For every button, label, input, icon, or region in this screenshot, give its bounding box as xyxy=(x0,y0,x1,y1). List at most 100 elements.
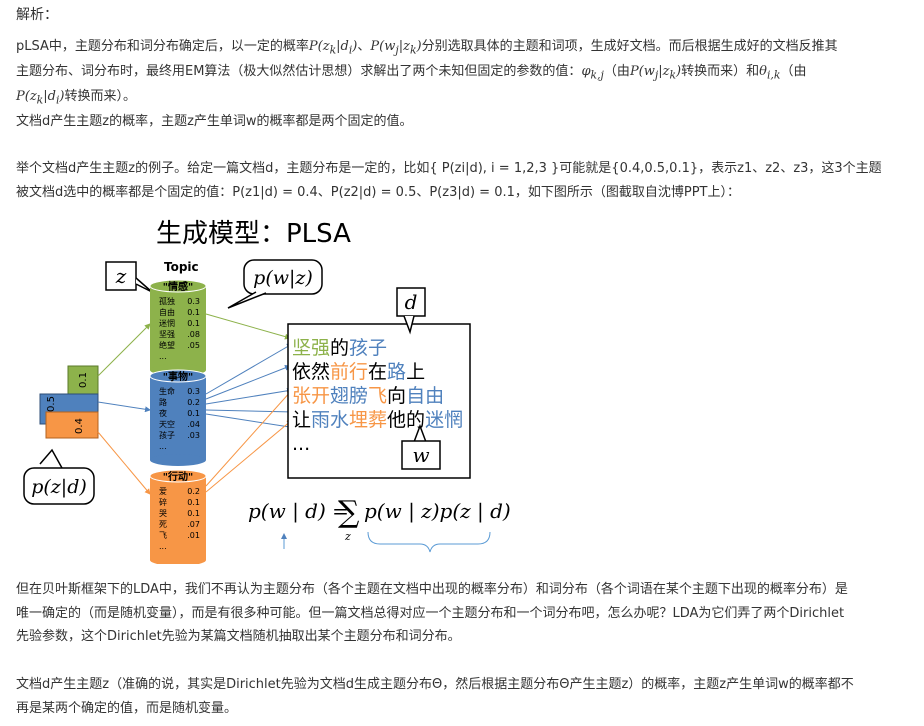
svg-text:p(w | z)p(z | d): p(w | z)p(z | d) xyxy=(364,499,511,524)
svg-text:p(w | d) =: p(w | d) = xyxy=(248,499,349,524)
document-word: 雨水 xyxy=(311,409,349,431)
topic-word: 夜 xyxy=(159,408,167,418)
document-line: 张开翅膀飞向自由 xyxy=(292,385,444,407)
topic-word-prob: .05 xyxy=(187,341,200,350)
topic-word: 绝望 xyxy=(159,340,175,350)
topic-word-prob: 0.1 xyxy=(187,498,200,507)
topic-word: 生命 xyxy=(159,386,175,396)
topic-cylinders: "情感" 孤独 0.3 自由 0.1 迷惘 0.1 坚强 .08 绝望 .05... "事物" 生命 0.… xyxy=(149,279,207,564)
svg-text:p(w|z): p(w|z) xyxy=(253,267,313,289)
bar-segment-topic1 xyxy=(67,365,99,395)
document-word: 埋葬 xyxy=(349,409,387,431)
topic-word-prob: .04 xyxy=(187,420,200,429)
document-word: 翅膀 xyxy=(330,385,368,407)
document-word: 上 xyxy=(406,361,425,383)
figure-title: 生成模型：PLSA xyxy=(156,219,351,249)
para1-line2: 主题分布、词分布时，最终用EM算法（极大似然估计思想）求解出了两个未知但固定的参… xyxy=(16,64,807,82)
para4-line1: 文档d产生主题z（准确的说，其实是Dirichlet先验为文档d生成主题分布Θ，… xyxy=(16,677,854,692)
topic-word: 孤独 xyxy=(159,296,175,306)
topic-word-prob: 0.1 xyxy=(187,308,200,317)
para4-line2: 再是某两个确定的值，而是随机变量。 xyxy=(16,701,238,716)
topic-word: 死 xyxy=(159,520,167,529)
document-word: 向 xyxy=(387,385,406,407)
document-word: 飞 xyxy=(368,385,387,407)
topic-word: 坚强 xyxy=(159,330,175,339)
topic-word: 自由 xyxy=(159,307,175,317)
topic-word-prob: 0.3 xyxy=(187,297,200,306)
para1-line1: pLSA中，主题分布和词分布确定后，以一定的概率P(zk|di)、P(wj|zk… xyxy=(16,39,838,57)
topic-word-prob: 0.1 xyxy=(187,409,200,418)
analysis-heading: 解析： xyxy=(16,7,58,23)
topic-word: ... xyxy=(159,542,167,551)
math-p-wj-zk: P(wj|zk) xyxy=(370,39,422,57)
topic-word: 路 xyxy=(159,397,167,407)
callout-d: d xyxy=(396,287,426,335)
callout-pwz: p(w|z) xyxy=(227,259,323,309)
topic-word-prob: .07 xyxy=(187,520,200,529)
topic-word-prob: .08 xyxy=(187,330,200,339)
callout-w: w xyxy=(401,423,441,470)
topic-word: ... xyxy=(159,352,167,361)
topic-name: "行动" xyxy=(163,470,193,483)
svg-text:z: z xyxy=(344,530,351,543)
topic-word: ... xyxy=(159,442,167,451)
document-word: 孩子 xyxy=(349,337,387,359)
bar-label-topic2: 0.5 xyxy=(46,396,57,412)
topic-word: 迷惘 xyxy=(159,318,175,328)
svg-text:z: z xyxy=(115,264,127,288)
math-p-wj-zk-2: P(wj|zk) xyxy=(629,64,682,82)
topic-word-prob: .03 xyxy=(187,431,200,440)
topic-word-prob: 0.1 xyxy=(187,319,200,328)
svg-text:p(z|d): p(z|d) xyxy=(31,476,87,498)
document-word: 依然 xyxy=(292,361,330,383)
callout-pzd: p(z|d) xyxy=(23,448,95,505)
topic-word-prob: 0.3 xyxy=(187,387,200,396)
formula-brace xyxy=(367,531,491,553)
document-text: 坚强的孩子依然前行在路上张开翅膀飞向自由让雨水埋葬他的迷惘... xyxy=(292,337,463,455)
topic-name: "事物" xyxy=(163,370,193,383)
document-box: 坚强的孩子依然前行在路上张开翅膀飞向自由让雨水埋葬他的迷惘... xyxy=(287,323,471,479)
topic-word: 天空 xyxy=(159,419,175,429)
bar-label-topic1: 0.1 xyxy=(78,372,89,388)
para3-line1: 但在贝叶斯框架下的LDA中，我们不再认为主题分布（各个主题在文档中出现的概率分布… xyxy=(16,582,848,597)
topic-word-prob: .01 xyxy=(187,531,200,540)
callout-z: z xyxy=(105,261,153,293)
para3-line2: 唯一确定的（而是随机变量），而是有很多种可能。但一篇文档总得对应一个主题分布和一… xyxy=(16,606,845,621)
document-word: 的 xyxy=(330,337,349,359)
svg-text:∑: ∑ xyxy=(338,495,360,530)
topic-word-prob: 0.1 xyxy=(187,509,200,518)
topic-header: Topic xyxy=(164,260,199,274)
para1-line4: 文档d产生主题z的概率，主题z产生单词w的概率都是两个固定的值。 xyxy=(16,114,413,129)
math-p-zk-di: P(zk|di) xyxy=(308,39,358,57)
document-word: 前行 xyxy=(330,361,368,383)
topic-word-prob: 0.2 xyxy=(187,398,200,407)
topic-word: 碎 xyxy=(159,497,167,507)
plsa-formula: p(w | d) = ∑ z p(w | z)p(z | d) xyxy=(248,495,511,553)
math-theta-ik: θi,k xyxy=(759,64,781,82)
topic-name: "情感" xyxy=(163,280,193,293)
document-word: 坚强 xyxy=(292,337,330,359)
svg-text:d: d xyxy=(405,290,418,314)
math-phi-kj: φk,j xyxy=(581,64,604,82)
svg-text:w: w xyxy=(412,443,429,467)
document-word: ... xyxy=(292,433,310,455)
document-word: 张开 xyxy=(292,385,330,407)
topic-cylinder-2: "事物" 生命 0.3 路 0.2 夜 0.1 天空 .04 孩子 .03... xyxy=(149,369,207,466)
document-word: 迷惘 xyxy=(425,409,463,431)
para2-line2: 被文档d选中的概率都是个固定的值：P(z1|d) = 0.4、P(z2|d) =… xyxy=(16,185,740,200)
para2-line1: 举个文档d产生主题z的例子。给定一篇文档d，主题分布是一定的，比如{ P(zi|… xyxy=(16,161,882,176)
para1-line3: P(zk|di)转换而来）。 xyxy=(16,89,136,107)
bar-segment-topic3 xyxy=(45,411,99,439)
document-word: 路 xyxy=(387,361,406,383)
document-word: 在 xyxy=(368,361,387,383)
topic-word: 孩子 xyxy=(159,430,175,440)
topic-word-prob: 0.2 xyxy=(187,487,200,496)
topic-proportion-bar: 0.1 0.5 0.4 xyxy=(39,365,99,439)
topic-word: 飞 xyxy=(159,531,167,540)
math-p-zk-di-2: P(zk|di) xyxy=(16,89,65,107)
document-word: 自由 xyxy=(406,385,444,407)
document-line: 依然前行在路上 xyxy=(292,361,425,383)
topic-word: 爱 xyxy=(159,487,167,496)
document-line: 让雨水埋葬他的迷惘 xyxy=(292,409,463,431)
